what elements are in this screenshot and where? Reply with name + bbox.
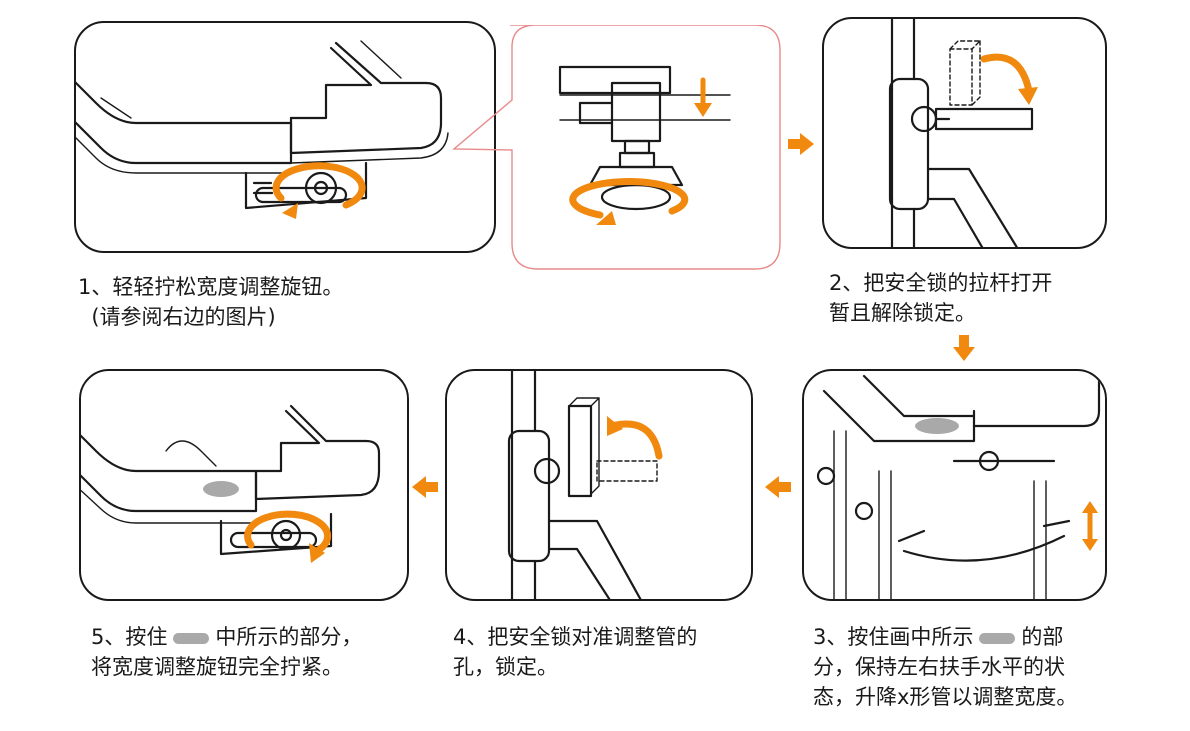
step3-caption: 3、按住画中所示 的部 分，保持左右扶手水平的状 态，升降x形管以调整宽度。	[813, 622, 1077, 712]
step3-illustration-panel	[802, 369, 1107, 601]
step3-line2: 分，保持左右扶手水平的状	[813, 655, 1065, 679]
step2-line1: 2、把安全锁的拉杆打开	[829, 271, 1053, 295]
rotate-arrow-icon	[980, 53, 1033, 95]
step5-line1: 5、按住 中所示的部分，	[91, 622, 362, 652]
step4-line2: 孔，锁定。	[453, 655, 558, 679]
step5-illustration-panel	[79, 369, 409, 601]
arrow-right-icon	[788, 133, 814, 155]
step1-illustration-panel	[74, 21, 496, 253]
step2-line2: 暂且解除锁定。	[829, 301, 976, 325]
press-area-icon	[979, 632, 1016, 644]
width-adjust-illustration	[816, 374, 1101, 599]
rotate-arrow-icon	[272, 162, 366, 209]
rotate-arrow-icon	[244, 510, 332, 555]
safety-lock-close-illustration	[507, 371, 663, 599]
knob-detail-illustration	[452, 25, 781, 270]
step1-caption: 1、轻轻拧松宽度调整旋钮。 (请参阅右边的图片)	[78, 272, 343, 332]
arrow-left-icon	[412, 476, 438, 498]
step5-line2: 将宽度调整旋钮完全拧紧。	[91, 655, 343, 679]
step2-illustration-panel	[822, 17, 1107, 249]
rotate-arrow-icon	[608, 420, 663, 460]
press-area-icon	[173, 632, 210, 644]
armrest-tighten-illustration	[81, 404, 381, 563]
arrow-down-icon	[953, 335, 975, 361]
safety-lock-open-illustration	[888, 19, 1038, 247]
step3-line3: 态，升降x形管以调整宽度。	[813, 685, 1078, 709]
step4-caption: 4、把安全锁对准调整管的 孔，锁定。	[453, 622, 697, 682]
rotate-arrow-icon	[569, 178, 689, 219]
step5-caption: 5、按住 中所示的部分， 将宽度调整旋钮完全拧紧。	[91, 622, 362, 682]
step3-line1-a: 3、按住画中所示	[813, 625, 974, 649]
step3-line1: 3、按住画中所示 的部	[813, 622, 1077, 652]
step3-line1-b: 的部	[1021, 625, 1064, 649]
step2-caption: 2、把安全锁的拉杆打开 暂且解除锁定。	[829, 268, 1052, 328]
step4-line1: 4、把安全锁对准调整管的	[453, 625, 698, 649]
knob-zoom-callout	[450, 25, 786, 273]
step5-line1-b: 中所示的部分，	[215, 625, 363, 649]
armrest-knob-illustration	[76, 40, 449, 219]
step1-line2: (请参阅右边的图片)	[78, 305, 276, 329]
step4-illustration-panel	[445, 369, 753, 601]
arrow-left-icon	[765, 476, 791, 498]
step5-line1-a: 5、按住	[91, 625, 168, 649]
step1-line1: 1、轻轻拧松宽度调整旋钮。	[78, 275, 344, 299]
